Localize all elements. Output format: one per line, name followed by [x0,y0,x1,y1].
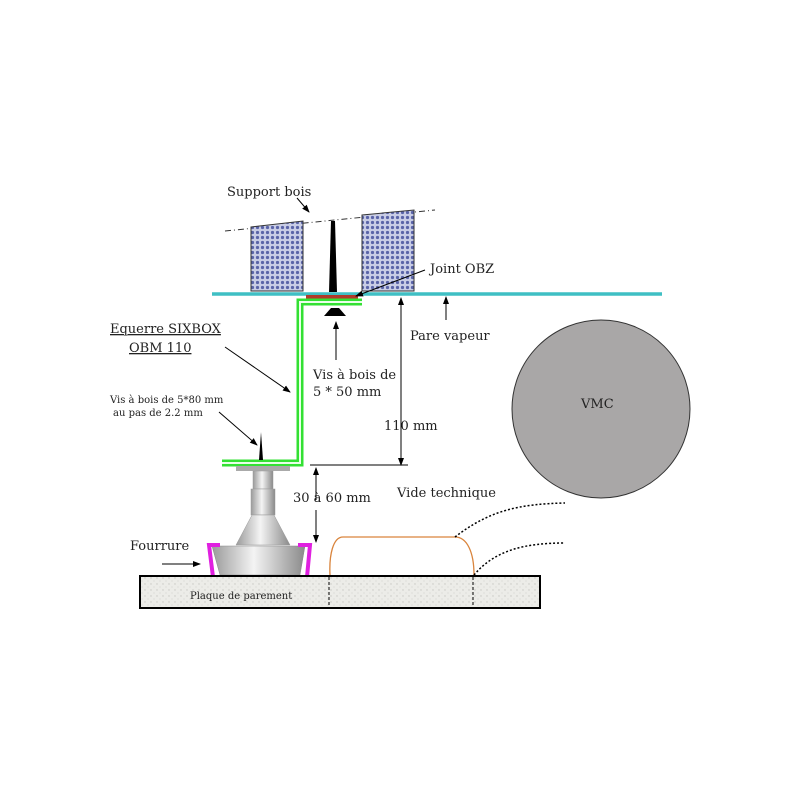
dotted-extension-bottom [473,542,566,576]
label-dim-110: 110 mm [384,419,438,434]
label-vmc: VMC [580,397,614,412]
label-pare-vapeur: Pare vapeur [410,329,490,344]
label-plaque: Plaque de parement [190,591,292,602]
support-foot [211,466,306,576]
label-vis-80-2: au pas de 2.2 mm [113,408,203,419]
gaine-outline [329,536,475,576]
wood-block-left [250,220,304,292]
label-support-bois: Support bois [227,185,311,200]
screw-50-icon [329,221,337,292]
wood-block-right [361,209,415,292]
screw-80-icon [259,432,263,460]
label-dim-30-60: 30 à 60 mm [293,491,371,506]
label-joint-obz: Joint OBZ [428,262,494,277]
dotted-extension-top [454,502,566,538]
label-vis-80-1: Vis à bois de 5*80 mm [109,395,224,406]
screw-50-head [324,308,346,316]
label-fourrure: Fourrure [130,539,190,554]
joint-obz [306,295,358,300]
label-vide-technique: Vide technique [396,486,496,501]
label-equerre-2: OBM 110 [129,341,191,356]
label-vis-50-1: Vis à bois de [312,368,396,383]
vmc-duct [511,319,691,499]
label-vis-50-2: 5 * 50 mm [313,385,381,400]
label-equerre-1: Equerre SIXBOX [110,322,222,337]
